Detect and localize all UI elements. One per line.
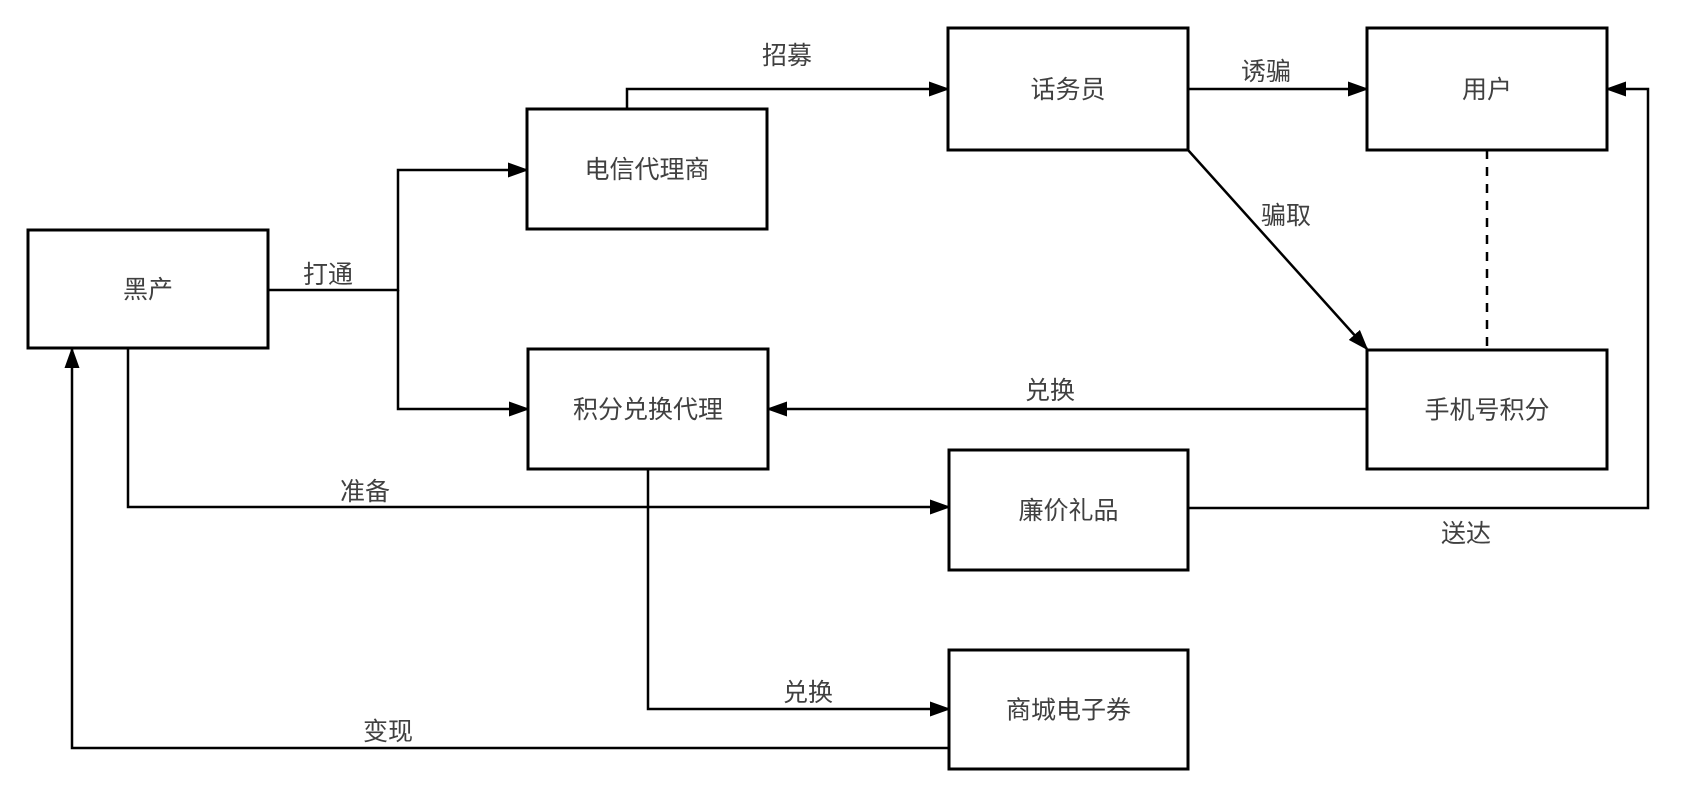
node-label-user: 用户 — [1462, 76, 1512, 104]
node-box-mall-e-voucher — [947, 648, 1190, 771]
edge-label-deliver: 送达 — [1441, 520, 1491, 548]
edge-recruit — [625, 81, 950, 109]
edge-exchange-voucher — [646, 469, 951, 717]
edge-defraud — [1187, 149, 1369, 351]
node-points-exchange-agent: 积分兑换代理 — [526, 347, 770, 471]
node-label-telemarketer: 话务员 — [1030, 76, 1105, 104]
node-label-black-industry: 黑产 — [123, 276, 173, 304]
node-user: 用户 — [1365, 26, 1609, 152]
edge-open-channel-to-points-agent — [396, 290, 530, 417]
node-box-telecom-agent — [525, 107, 769, 231]
node-box-user — [1365, 26, 1609, 152]
edge-label-exchange-points: 兑换 — [1025, 377, 1075, 405]
node-phone-number-points: 手机号积分 — [1365, 348, 1609, 471]
node-box-cheap-gifts — [947, 448, 1190, 572]
edge-label-open-channel-to-telecom-agent: 打通 — [303, 261, 353, 289]
edge-deliver — [1188, 81, 1650, 510]
node-box-black-industry — [26, 228, 270, 350]
edge-label-prepare: 准备 — [340, 478, 390, 506]
node-label-mall-e-voucher: 商城电子券 — [1006, 697, 1131, 725]
edge-label-defraud: 骗取 — [1261, 202, 1311, 230]
edge-prepare — [126, 348, 951, 515]
node-black-industry: 黑产 — [26, 228, 270, 350]
node-telecom-agent: 电信代理商 — [525, 107, 769, 231]
edges-layer — [64, 81, 1650, 750]
node-label-cheap-gifts: 廉价礼品 — [1018, 497, 1118, 525]
node-box-points-exchange-agent — [526, 347, 770, 471]
edge-open-channel-to-telecom-agent — [268, 162, 529, 292]
node-mall-e-voucher: 商城电子券 — [947, 648, 1190, 771]
node-label-phone-number-points: 手机号积分 — [1424, 397, 1549, 425]
node-label-points-exchange-agent: 积分兑换代理 — [573, 396, 723, 424]
node-box-telemarketer — [946, 26, 1190, 152]
edge-monetize — [64, 347, 949, 750]
edge-label-exchange-voucher: 兑换 — [783, 679, 833, 707]
edge-label-recruit: 招募 — [762, 42, 812, 70]
node-box-phone-number-points — [1365, 348, 1609, 471]
edge-label-lure: 诱骗 — [1241, 58, 1291, 86]
node-telemarketer: 话务员 — [946, 26, 1190, 152]
node-cheap-gifts: 廉价礼品 — [947, 448, 1190, 572]
node-label-telecom-agent: 电信代理商 — [584, 156, 709, 184]
edge-label-monetize: 变现 — [363, 718, 413, 746]
